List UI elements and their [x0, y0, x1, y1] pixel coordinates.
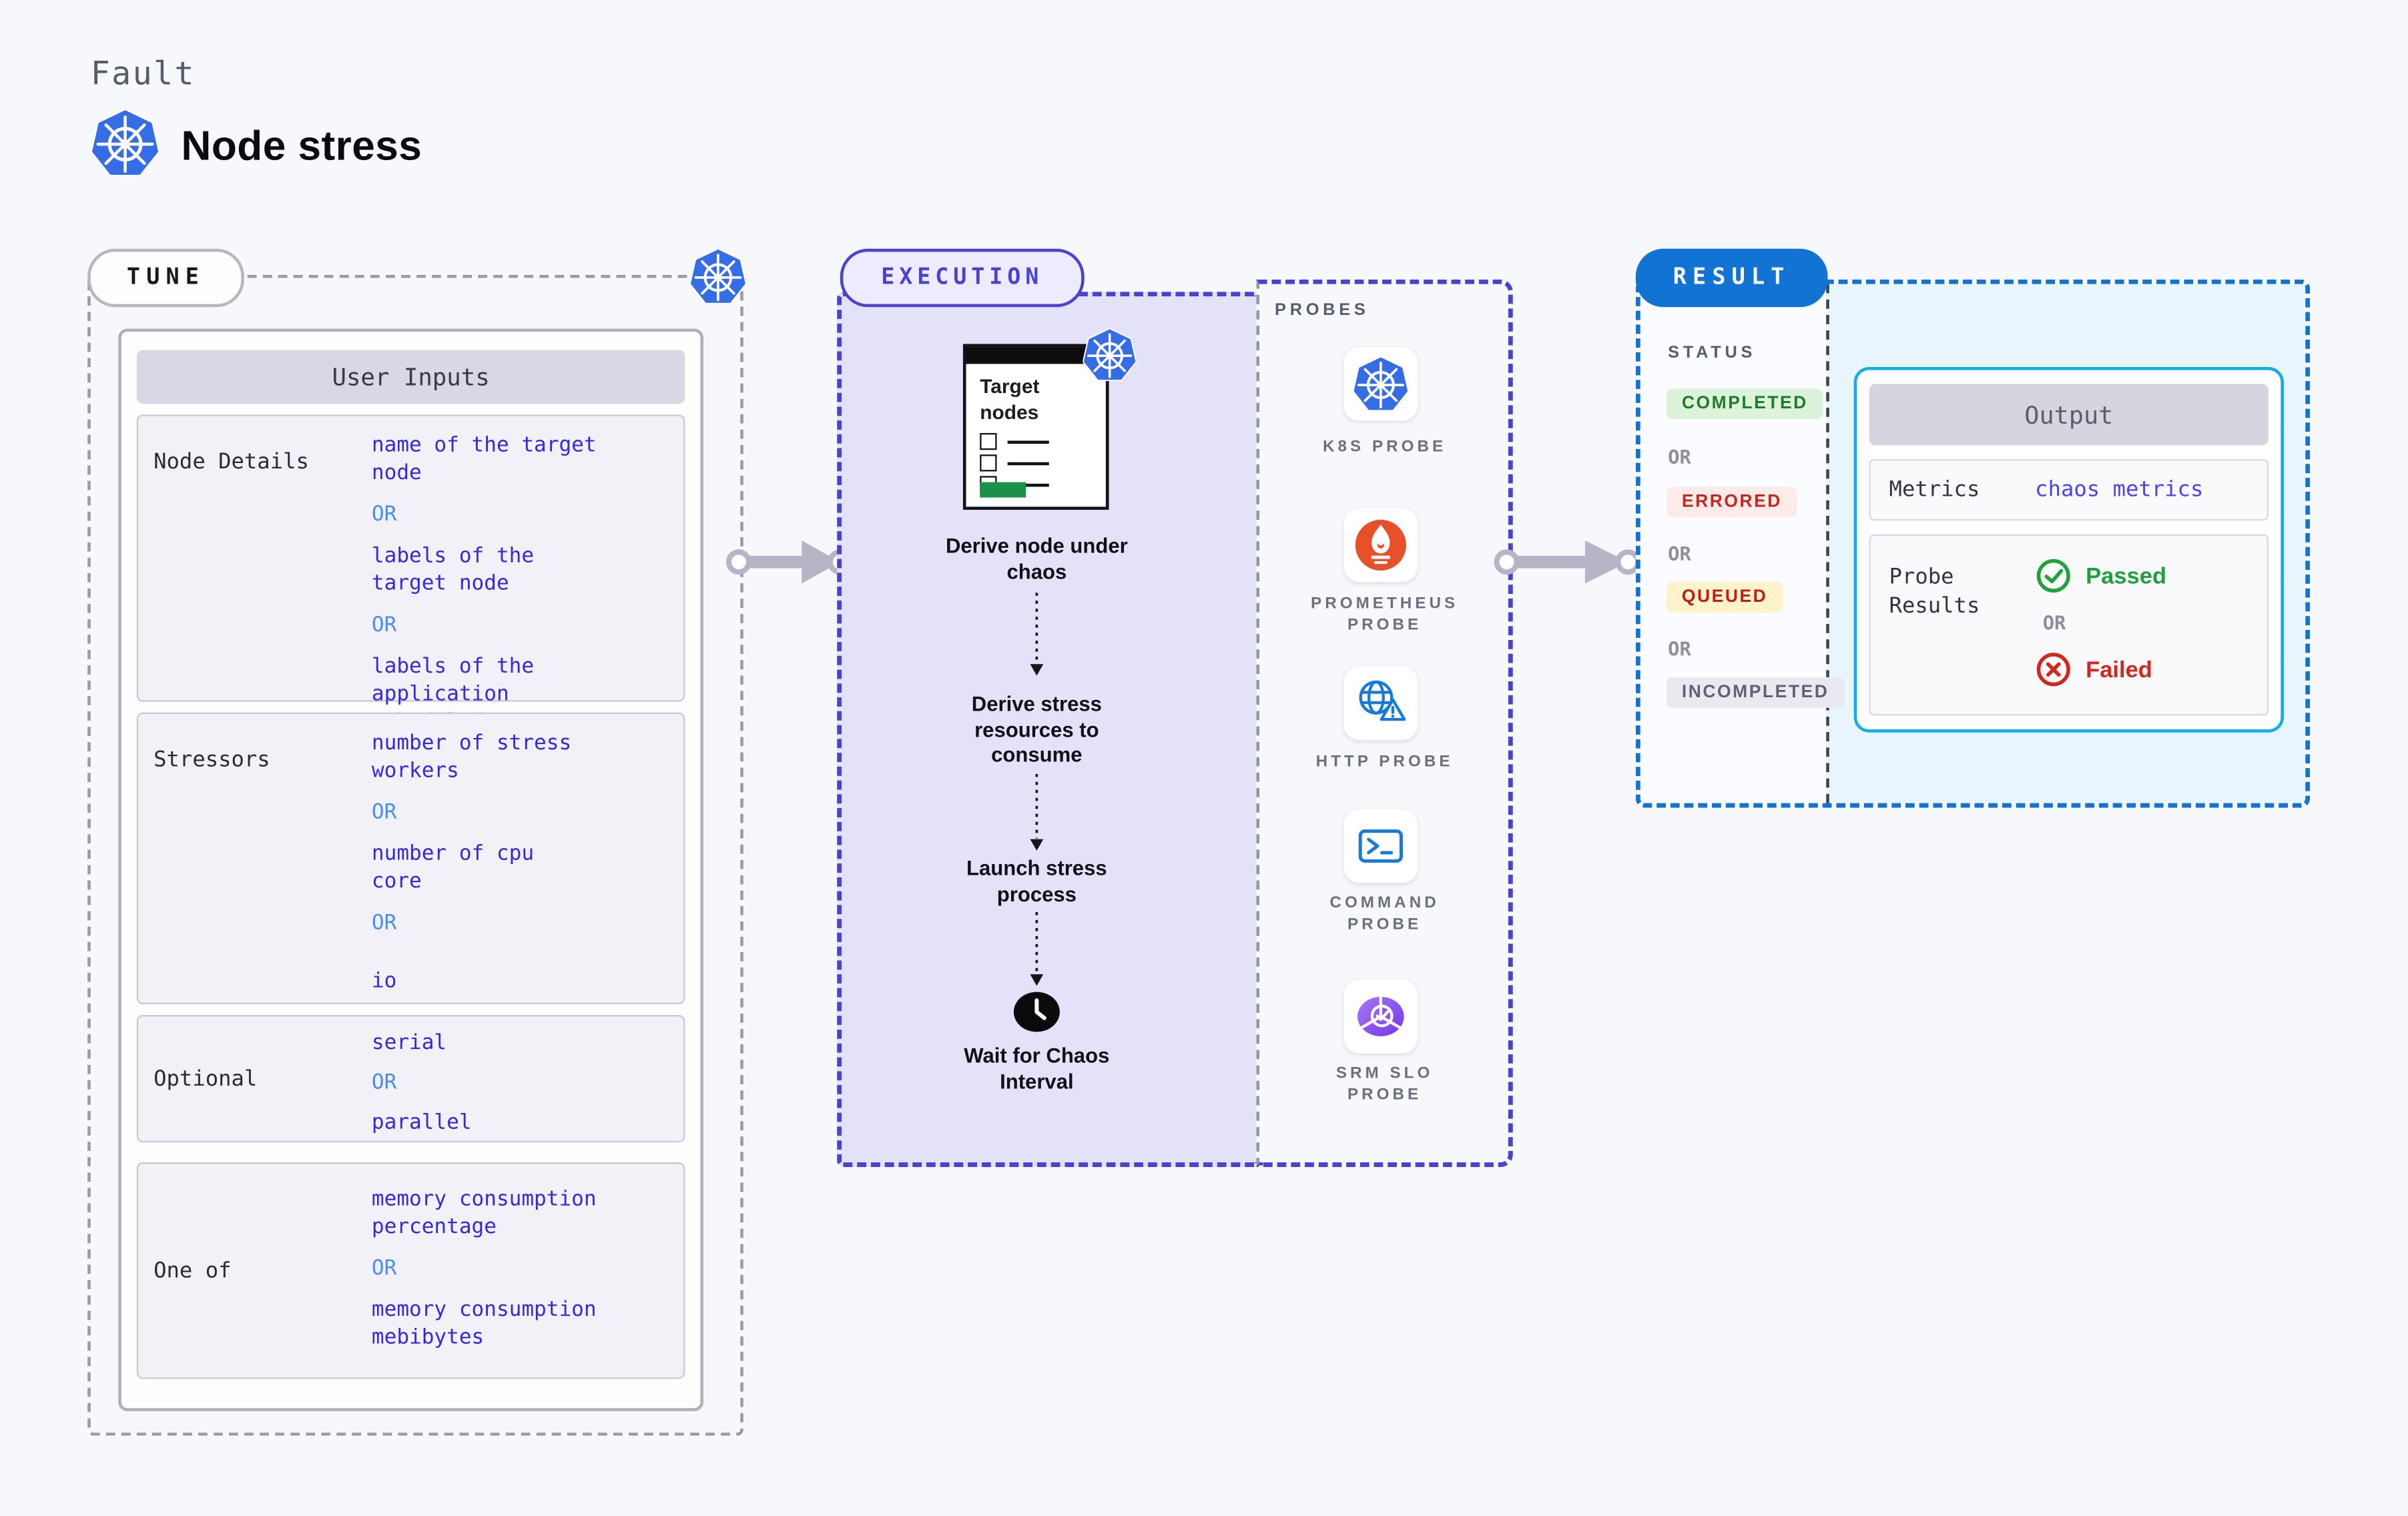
metrics-value: chaos metrics [2035, 477, 2204, 502]
metrics-label: Metrics [1889, 476, 1980, 502]
status-badge-errored: ERRORED [1666, 486, 1797, 518]
probe-label: COMMAND PROBE [1329, 893, 1440, 934]
flow-step-launch-stress: Launch stress process [966, 857, 1107, 905]
checklist-line [1007, 440, 1049, 443]
or-separator: OR [2042, 611, 2066, 635]
or-separator: OR [371, 910, 397, 935]
checkbox-icon [980, 454, 997, 472]
execution-to-result-arrow [1494, 540, 1641, 584]
checklist-line [1007, 482, 1049, 486]
user-input-row-optional: Optional serial OR parallel [136, 1015, 685, 1143]
passed-label: Passed [2086, 562, 2167, 589]
target-nodes-card: Target nodes [962, 344, 1109, 510]
checkbox-icon [980, 432, 997, 450]
row-label: Stressors [154, 747, 270, 773]
result-badge: RESULT [1635, 248, 1828, 308]
probes-section [1256, 279, 1513, 1167]
fault-eyebrow: Fault [90, 55, 196, 93]
input-value: name of the target node [371, 432, 597, 486]
probe-results-row: Probe Results Passed OR Failed [1869, 534, 2269, 716]
input-value: serial [371, 1030, 447, 1055]
flow-step-derive-stress: Derive stress resources to consume [971, 692, 1102, 767]
row-label: Node Details [154, 450, 309, 475]
down-arrow-icon [1030, 911, 1044, 986]
or-separator: OR [1668, 445, 1691, 468]
probes-heading: PROBES [1275, 301, 1370, 320]
prometheus-probe-icon [1355, 519, 1406, 571]
flow-step-wait-interval: Wait for Chaos Interval [964, 1044, 1110, 1093]
execution-badge-label: EXECUTION [881, 266, 1044, 290]
k8s-probe-icon [1353, 355, 1408, 413]
clock-icon [1013, 992, 1060, 1032]
probe-card [1343, 508, 1418, 583]
down-arrow-icon [1030, 593, 1044, 676]
or-separator: OR [371, 799, 397, 825]
green-progress-bar [980, 482, 1026, 498]
user-input-row-one-of: One of memory consumption percentage OR … [136, 1162, 685, 1379]
input-value: parallel [371, 1110, 472, 1135]
http-probe-icon [1359, 680, 1406, 721]
status-heading: STATUS [1668, 344, 1757, 363]
command-probe-icon [1358, 829, 1403, 863]
user-input-row-stressors: Stressors number of stress workers OR nu… [136, 712, 685, 1005]
metrics-row: Metrics chaos metrics [1869, 459, 2269, 521]
input-value: number of cpu core [371, 841, 535, 894]
input-value: memory consumption percentage [371, 1186, 597, 1240]
checklist-item [980, 454, 1049, 472]
x-circle-icon [2036, 653, 2070, 687]
or-separator: OR [371, 1256, 397, 1281]
kubernetes-icon [689, 248, 746, 306]
check-circle-icon [2036, 558, 2070, 593]
probe-label: HTTP PROBE [1315, 752, 1454, 771]
output-box: Output Metrics chaos metrics Probe Resul… [1853, 367, 2284, 733]
probe-card [1343, 666, 1418, 741]
flow-step-derive-node: Derive node under chaos [945, 534, 1128, 583]
probe-card [1343, 347, 1418, 421]
or-separator: OR [1668, 542, 1691, 565]
user-inputs-panel: User Inputs Node Details name of the tar… [118, 328, 703, 1411]
tune-section [87, 274, 743, 1436]
checklist-line [1007, 461, 1049, 465]
srm-slo-probe-icon [1358, 996, 1404, 1036]
input-value: memory consumption mebibytes [371, 1297, 597, 1350]
probe-label: SRM SLO PROBE [1335, 1064, 1434, 1104]
status-badge-queued: QUEUED [1666, 582, 1783, 613]
input-value: labels of the target node [371, 543, 535, 596]
probe-label: PROMETHEUS PROBE [1311, 594, 1459, 635]
probe-card [1343, 809, 1418, 883]
passed-result: Passed [2035, 557, 2166, 594]
target-nodes-title: Target nodes [980, 374, 1040, 424]
probe-results-label: Probe Results [1889, 564, 1980, 619]
execution-badge: EXECUTION [840, 248, 1085, 308]
tune-badge: TUNE [87, 248, 244, 308]
input-value: number of stress workers [371, 731, 572, 783]
probe-label: K8S PROBE [1322, 437, 1447, 456]
kubernetes-icon [1083, 328, 1137, 382]
or-separator: OR [371, 613, 397, 638]
row-label: Optional [154, 1066, 258, 1092]
page-title: Node stress [181, 123, 422, 169]
user-inputs-header: User Inputs [136, 350, 685, 404]
or-separator: OR [371, 502, 397, 527]
status-badge-incompleted: INCOMPLETED [1666, 677, 1845, 708]
tune-badge-label: TUNE [126, 266, 206, 290]
input-value: io [371, 969, 397, 994]
or-separator: OR [371, 1070, 397, 1095]
or-separator: OR [1668, 637, 1691, 661]
failed-label: Failed [2086, 656, 2152, 683]
kubernetes-icon [91, 107, 160, 178]
failed-result: Failed [2035, 651, 2166, 688]
probe-card [1343, 980, 1418, 1054]
card-title-bar [966, 347, 1106, 364]
down-arrow-icon [1030, 773, 1044, 851]
checklist-item [980, 432, 1049, 450]
status-badge-completed: COMPLETED [1666, 388, 1823, 420]
user-input-row-node-details: Node Details name of the target node OR … [136, 414, 685, 761]
result-badge-label: RESULT [1673, 266, 1791, 290]
row-label: One of [154, 1258, 232, 1283]
tune-to-execution-arrow [725, 540, 853, 584]
output-header: Output [1869, 384, 2269, 446]
